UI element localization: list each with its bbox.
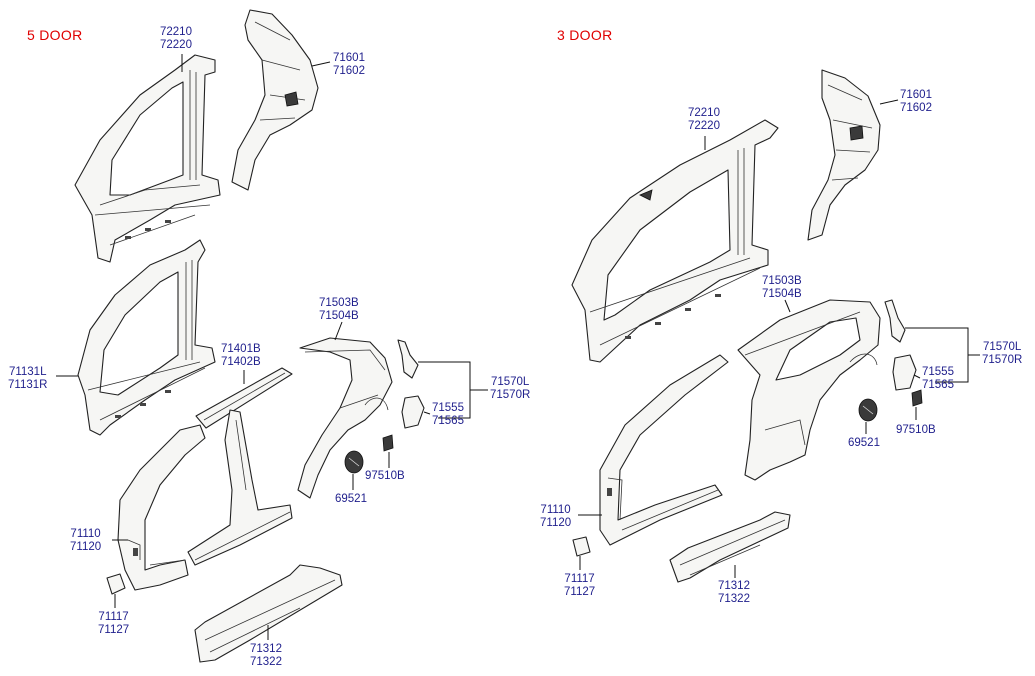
part-code: 71555 (922, 366, 954, 378)
part-code: 71110 (70, 528, 101, 540)
part-five-door-body-side-outer (117, 409, 293, 591)
three-door-assembly (571, 69, 980, 583)
callout-three-door-fuel-filler-housing: 71555 71565 (922, 366, 954, 392)
part-code: 71110 (540, 504, 571, 516)
part-code: 72210 (688, 107, 720, 119)
callout-five-door-vent-grille: 97510B (365, 470, 405, 483)
part-three-door-fuel-filler-housing (892, 354, 917, 391)
callout-five-door-quarter-inner: 71601 71602 (333, 52, 365, 78)
part-code: 71322 (250, 656, 282, 668)
part-code: 69521 (848, 437, 880, 449)
part-code: 71131R (8, 379, 48, 391)
callout-three-door-fuel-filler-door: 69521 (848, 437, 880, 450)
part-code: 71117 (98, 611, 129, 623)
part-code: 71322 (718, 593, 750, 605)
callout-three-door-sill-panel: 71312 71322 (718, 580, 750, 606)
part-code: 71565 (432, 415, 464, 427)
callout-five-door-roof-rail-outer: 71401B 71402B (221, 343, 261, 369)
callout-three-door-vent-grille: 97510B (896, 424, 936, 437)
part-three-door-quarter-inner (807, 69, 881, 241)
part-three-door-quarter-outer (737, 299, 881, 481)
callout-three-door-small-bracket: 71117 71127 (564, 573, 595, 599)
part-code: 71503B (762, 275, 802, 287)
five-door-leader-lines (56, 54, 488, 640)
three-door-leader-lines (578, 99, 980, 578)
part-five-door-front-pillar (149, 559, 186, 566)
part-five-door-roof-rail-inner (74, 54, 221, 263)
part-three-door-fuel-filler-door (858, 398, 878, 422)
callout-five-door-fuel-filler-housing: 71555 71565 (432, 402, 464, 428)
callout-three-door-roof-rail-inner: 72210 72220 (688, 107, 720, 133)
callout-three-door-quarter-outer: 71503B 71504B (762, 275, 802, 301)
part-code: 71602 (333, 65, 365, 77)
part-code: 97510B (365, 470, 405, 482)
part-five-door-roof-rail-outer (195, 367, 293, 429)
part-three-door-vent-grille (911, 389, 923, 407)
callout-five-door-front-pillar: 71110 71120 (70, 528, 101, 554)
part-five-door-fuel-filler-door (344, 450, 364, 474)
part-code: 71602 (900, 102, 932, 114)
callout-three-door-front-pillar: 71110 71120 (540, 504, 571, 530)
part-code: 71312 (718, 580, 750, 592)
part-code: 71120 (70, 541, 102, 553)
part-five-door-small-bracket (106, 573, 126, 595)
part-code: 71504B (319, 310, 359, 322)
part-code: 71127 (98, 624, 130, 636)
callout-five-door-roof-rail-inner: 72210 72220 (160, 26, 192, 52)
part-five-door-quarter-inner (231, 9, 319, 191)
callout-five-door-side-inner: 71131L 71131R (8, 366, 47, 392)
part-five-door-sill-panel (194, 564, 343, 663)
callout-three-door-tail-lamp-bracket: 71570L 71570R (982, 341, 1022, 367)
part-three-door-small-bracket (572, 536, 591, 557)
part-five-door-quarter-outer (297, 337, 393, 499)
part-three-door-front-pillar (599, 354, 729, 546)
part-five-door-vent-grille (382, 434, 394, 452)
part-code: 71127 (564, 586, 596, 598)
part-code: 69521 (335, 493, 367, 505)
part-three-door-roof-rail-inner (571, 119, 779, 363)
five-door-assembly (56, 9, 488, 663)
callout-five-door-small-bracket: 71117 71127 (98, 611, 129, 637)
callout-five-door-tail-lamp-bracket: 71570L 71570R (490, 376, 530, 402)
part-code: 71503B (319, 297, 359, 309)
part-three-door-sill-panel (669, 511, 791, 583)
callout-three-door-quarter-inner: 71601 71602 (900, 89, 932, 115)
part-code: 71402B (221, 356, 261, 368)
part-code: 71601 (900, 89, 932, 101)
part-code: 71570R (490, 389, 531, 401)
part-code: 71120 (540, 517, 572, 529)
part-code: 71601 (333, 52, 365, 64)
part-three-door-tail-lamp-bracket (884, 299, 906, 343)
part-code: 72210 (160, 26, 192, 38)
part-code: 72220 (160, 39, 192, 51)
callout-five-door-fuel-filler-door: 69521 (335, 493, 367, 506)
part-five-door-fuel-filler-housing (401, 395, 425, 429)
part-code: 71565 (922, 379, 954, 391)
three-door-heading: 3 DOOR (557, 27, 613, 43)
callout-five-door-quarter-outer: 71503B 71504B (319, 297, 359, 323)
part-code: 71401B (221, 343, 261, 355)
part-code: 71570L (982, 341, 1022, 353)
part-code: 71131L (8, 366, 47, 378)
five-door-heading: 5 DOOR (27, 27, 83, 43)
part-code: 97510B (896, 424, 936, 436)
part-code: 71570R (982, 354, 1023, 366)
part-code: 71570L (490, 376, 530, 388)
part-code: 71555 (432, 402, 464, 414)
part-code: 72220 (688, 120, 720, 132)
part-five-door-side-inner (77, 239, 216, 436)
callout-five-door-sill-panel: 71312 71322 (250, 643, 282, 669)
part-code: 71312 (250, 643, 282, 655)
part-code: 71504B (762, 288, 802, 300)
part-five-door-tail-lamp-bracket (397, 339, 419, 379)
part-code: 71117 (564, 573, 595, 585)
